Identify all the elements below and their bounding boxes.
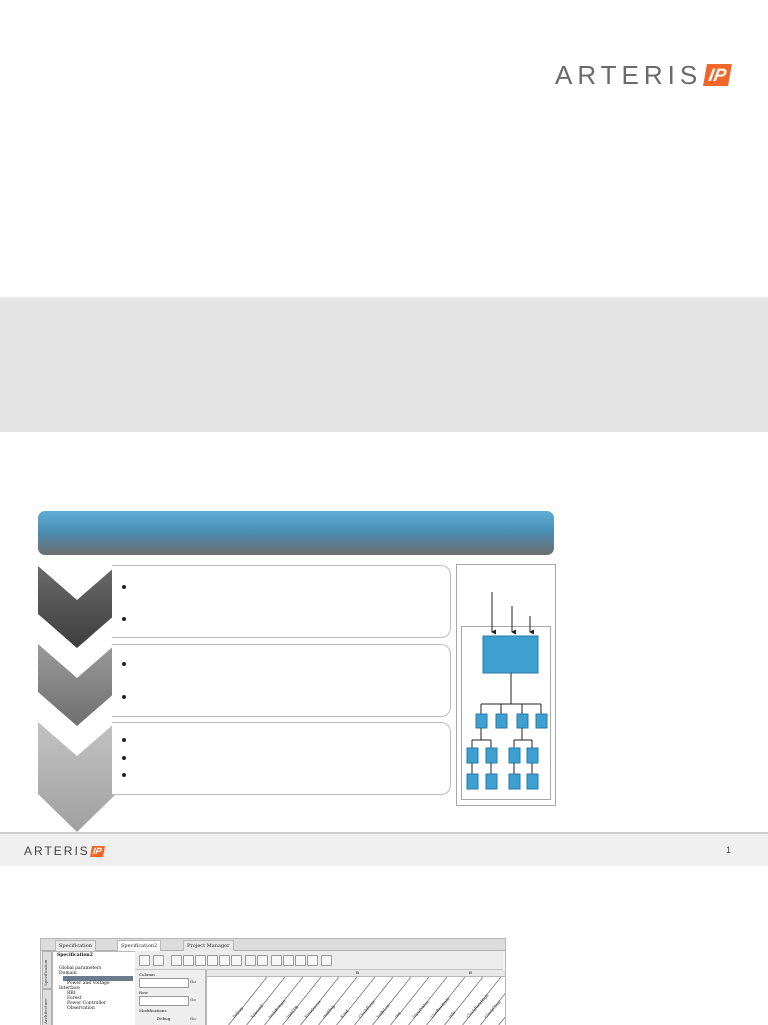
- footer-arteris-logo: ARTERIS IP: [24, 844, 105, 858]
- page-number: 1: [726, 845, 732, 855]
- bullet: [122, 756, 126, 760]
- level3-node: [508, 747, 521, 764]
- footer-bar: [0, 834, 768, 866]
- title-band: [0, 298, 768, 432]
- toolbar-copy-icon[interactable]: [183, 955, 194, 966]
- toolbar-run-icon[interactable]: [321, 955, 332, 966]
- toolbar-undo-icon[interactable]: [245, 955, 256, 966]
- step-chevron-1: [38, 566, 116, 648]
- level4-node: [508, 773, 521, 790]
- bullet: [122, 738, 126, 742]
- footer-logo-wordmark: ARTERIS: [24, 844, 90, 858]
- vtab-specification[interactable]: Specification: [42, 951, 52, 989]
- tree-item[interactable]: Power Controller: [67, 1001, 107, 1006]
- tree-item[interactable]: Domain: [59, 971, 77, 976]
- modifications-go-button[interactable]: Go: [190, 1016, 196, 1021]
- toolbar-cut-icon[interactable]: [171, 955, 182, 966]
- logo-wordmark: ARTERIS: [555, 60, 703, 90]
- app-screenshot-window: Specification Specification2 Project Man…: [40, 938, 506, 1025]
- toolbar-paste-icon[interactable]: [195, 955, 206, 966]
- tab-specification2[interactable]: Specification2: [117, 940, 162, 951]
- top-node: [482, 635, 539, 674]
- toolbar-wave-icon[interactable]: [271, 955, 282, 966]
- bullet: [122, 617, 126, 621]
- toolbar-redo-icon[interactable]: [257, 955, 268, 966]
- tree-item[interactable]: Forest: [67, 996, 82, 1001]
- level2-node: [495, 713, 508, 729]
- level2-node: [475, 713, 488, 729]
- toolbar-save-icon[interactable]: [219, 955, 230, 966]
- level3-node: [466, 747, 479, 764]
- toolbar-align-icon[interactable]: [295, 955, 306, 966]
- column-divider-lines: [228, 977, 505, 1025]
- vtab-architecture[interactable]: Architecture: [42, 989, 52, 1025]
- tab-bar: Specification Specification2 Project Man…: [41, 939, 505, 951]
- toolbar-table-icon[interactable]: [153, 955, 164, 966]
- level2-node: [516, 713, 529, 729]
- row-go-button[interactable]: Go: [190, 997, 196, 1002]
- bullet: [122, 585, 126, 589]
- bullet: [122, 695, 126, 699]
- level3-node: [526, 747, 539, 764]
- step-chevron-2: [38, 644, 116, 726]
- bullet: [122, 662, 126, 666]
- toolbar-distribute-icon[interactable]: [307, 955, 318, 966]
- hierarchy-diagram: [466, 592, 548, 790]
- hierarchy-diagram-frame: [456, 564, 556, 806]
- tab-project-manager[interactable]: Project Manager: [183, 940, 234, 951]
- app-toolbar: [135, 951, 503, 970]
- column-label: Column: [139, 972, 155, 977]
- level3-node: [485, 747, 498, 764]
- level4-node: [526, 773, 539, 790]
- step-chevron-3: [38, 722, 116, 832]
- debug-label: Debug: [157, 1016, 171, 1021]
- logo-ip-badge: IP: [703, 64, 733, 86]
- tree-item[interactable]: Interface: [59, 986, 80, 991]
- level4-node: [466, 773, 479, 790]
- row-label: Row: [139, 990, 148, 995]
- footer-logo-ip-badge: IP: [89, 845, 105, 857]
- step-box-2: [112, 644, 451, 717]
- spec-tree: Specification2 Global parameters Domain …: [52, 951, 136, 1025]
- column-filter-input[interactable]: [139, 978, 189, 988]
- tree-item[interactable]: Observation: [67, 1006, 95, 1011]
- arteris-logo: ARTERIS IP: [555, 60, 733, 90]
- group-marker: B: [356, 970, 359, 975]
- group-marker: B: [469, 970, 472, 975]
- grid-group-header: B B: [207, 970, 505, 977]
- footer-divider: [0, 832, 768, 834]
- level4-node: [485, 773, 498, 790]
- row-filter-input[interactable]: [139, 996, 189, 1006]
- spec-grid: B B Debug SpaceId lockdomain InitLTB Err…: [206, 970, 505, 1025]
- level2-node: [535, 713, 548, 729]
- tree-item[interactable]: Power and Voltage: [67, 981, 110, 986]
- tree-root[interactable]: Specification2: [57, 953, 93, 958]
- hierarchy-diagram-inner-frame: [461, 626, 551, 800]
- tree-item-selected[interactable]: [63, 976, 133, 981]
- toolbar-export-icon[interactable]: [231, 955, 242, 966]
- step-box-3: [112, 722, 451, 795]
- tree-item[interactable]: Global parameters: [59, 966, 102, 971]
- bullet: [122, 773, 126, 777]
- toolbar-doc-icon[interactable]: [207, 955, 218, 966]
- modifications-label: Modifications: [139, 1008, 167, 1013]
- section-header-bar: [38, 511, 554, 555]
- toolbar-pen-icon[interactable]: [139, 955, 150, 966]
- tree-item[interactable]: RBI: [67, 991, 76, 996]
- filter-panel: Column Go Row Go Modifications Debug Go: [135, 970, 206, 1025]
- tab-specification[interactable]: Specification: [55, 940, 96, 951]
- toolbar-arrow-icon[interactable]: [283, 955, 294, 966]
- column-go-button[interactable]: Go: [190, 979, 196, 984]
- step-box-1: [112, 565, 451, 638]
